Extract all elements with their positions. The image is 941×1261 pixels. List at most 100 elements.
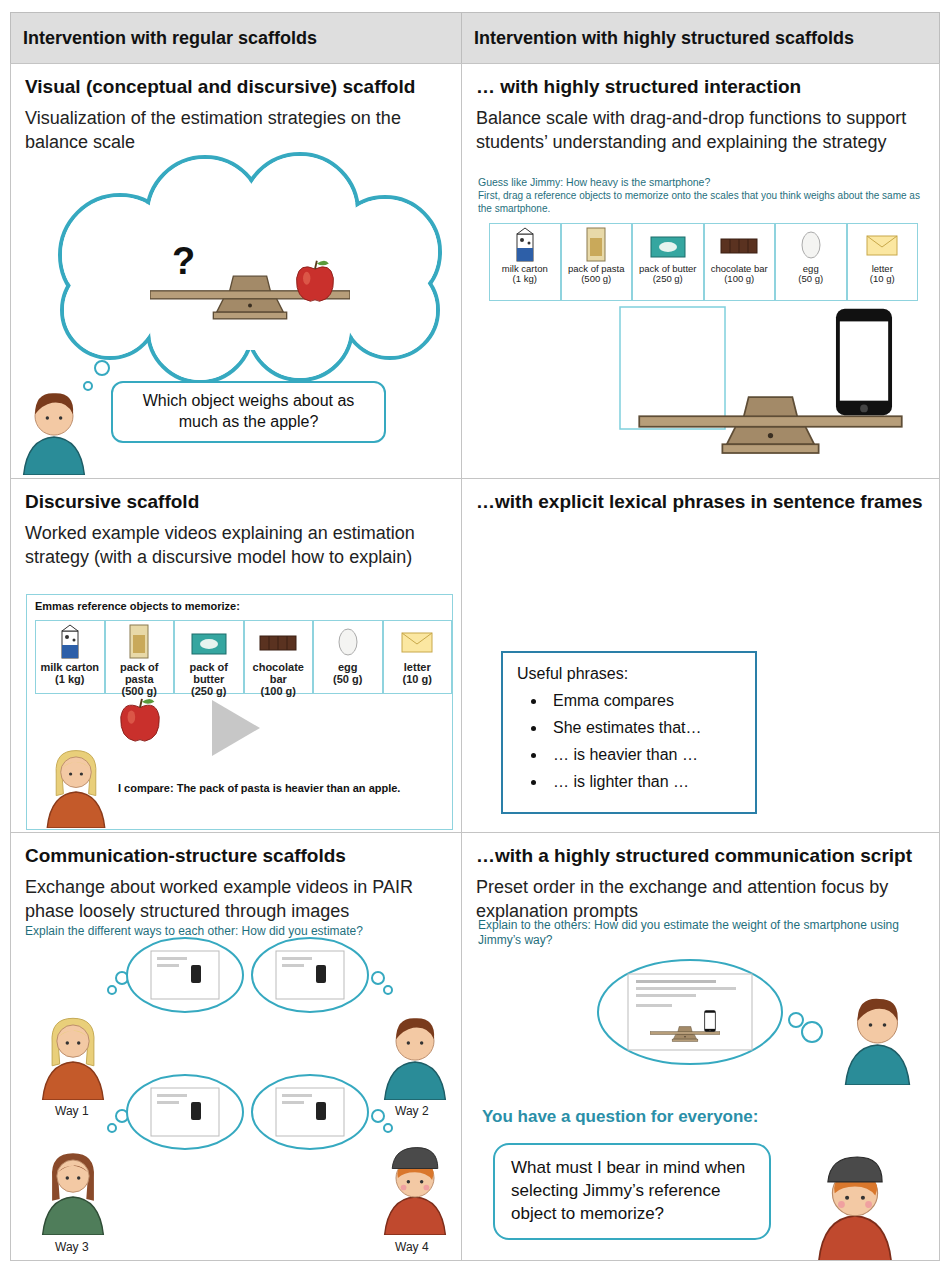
- illustration: [108, 986, 116, 994]
- apple: [121, 699, 160, 741]
- thought-cloud: [252, 938, 368, 1012]
- thought-dot: [84, 382, 92, 390]
- way-label: Way 1: [55, 1104, 135, 1119]
- reference-object: chocolate bar(100 g): [704, 223, 776, 301]
- object-weight: (50 g): [776, 274, 846, 284]
- object-weight: (250 g): [175, 685, 243, 697]
- reference-object: letter(10 g): [847, 223, 919, 301]
- object-icon: [718, 226, 760, 264]
- speech-bubble: What must I bear in mind when selecting …: [493, 1143, 771, 1240]
- object-name: chocolate bar: [705, 264, 775, 274]
- mini-phone: [704, 1010, 715, 1032]
- question-mark: ?: [172, 238, 212, 286]
- object-icon: [396, 623, 438, 661]
- cell-heading: … with highly structured interaction: [476, 76, 925, 98]
- play-button: [212, 700, 260, 756]
- girl-way1: [43, 1018, 104, 1100]
- table-cell: …with a highly structured communication …: [461, 832, 940, 1261]
- object-icon: [188, 623, 230, 661]
- bullet: [531, 780, 536, 785]
- girl-emma: [47, 751, 105, 828]
- column-header: Intervention with highly structured scaf…: [461, 12, 940, 64]
- girl-way3: [43, 1153, 104, 1235]
- way-label: Way 3: [55, 1240, 135, 1255]
- thought-cloud: [598, 960, 782, 1064]
- mini-screen: [628, 974, 752, 1050]
- object-name: egg: [776, 264, 846, 274]
- cell-description: Visualization of the estimation strategi…: [25, 106, 447, 155]
- cell-heading: …with explicit lexical phrases in senten…: [476, 491, 925, 513]
- cell-heading: Discursive scaffold: [25, 491, 447, 513]
- object-weight: (50 g): [314, 673, 382, 685]
- object-weight: (100 g): [705, 274, 775, 284]
- thought-cloud: [252, 1075, 368, 1149]
- object-weight: (1 kg): [36, 673, 104, 685]
- object-icon: [504, 226, 546, 264]
- object-weight: (10 g): [384, 673, 452, 685]
- reference-object: pack of butter(250 g): [632, 223, 704, 301]
- object-name: letter: [848, 264, 918, 274]
- object-icon: [861, 226, 903, 264]
- object-icon: [790, 226, 832, 264]
- cloud-fill: [62, 156, 438, 380]
- table-cell: … with highly structured interactionBala…: [461, 63, 940, 479]
- drop-target: [620, 307, 725, 429]
- boy-way2: [385, 1018, 446, 1100]
- phrase-box: Useful phrases:Emma comparesShe estimate…: [501, 651, 757, 814]
- object-name: pack of pasta: [562, 264, 632, 274]
- reference-object: pack of pasta(500 g): [561, 223, 633, 301]
- object-icon: [118, 623, 160, 661]
- bullet: [531, 699, 536, 704]
- object-icon: [575, 226, 617, 264]
- object-icon: [647, 226, 689, 264]
- reference-object: milk carton(1 kg): [35, 620, 105, 694]
- prompt-text: Explain the different ways to each other…: [25, 924, 455, 939]
- smartphone: [836, 309, 892, 415]
- illustration: [636, 994, 696, 997]
- object-weight: (500 g): [562, 274, 632, 284]
- object-name: milk carton: [36, 661, 104, 673]
- cell-heading: Visual (conceptual and discursive) scaff…: [25, 76, 447, 98]
- reference-object: pack of butter(250 g): [174, 620, 244, 694]
- node-text: Intervention with regular scaffolds: [23, 28, 449, 49]
- object-name: pack of butter: [175, 661, 243, 685]
- prompt-text: You have a question for everyone:: [482, 1106, 882, 1127]
- node-text: She estimates that…: [517, 719, 741, 737]
- illustration: [636, 1004, 672, 1007]
- object-name: pack of butter: [633, 264, 703, 274]
- column-header: Intervention with regular scaffolds: [10, 12, 462, 64]
- node-text: Intervention with highly structured scaf…: [474, 28, 927, 49]
- object-weight: (100 g): [245, 685, 313, 697]
- cell-description: Balance scale with drag-and-drop functio…: [476, 106, 925, 155]
- illustration: [384, 986, 392, 994]
- reference-object: letter(10 g): [383, 620, 453, 694]
- illustration: [384, 1124, 392, 1132]
- illustration: [636, 987, 736, 990]
- reference-object: egg(50 g): [313, 620, 383, 694]
- cell-heading: Communication-structure scaffolds: [25, 845, 447, 867]
- reference-object: milk carton(1 kg): [489, 223, 561, 301]
- object-name: chocolate bar: [245, 661, 313, 685]
- illustration: [108, 1124, 116, 1132]
- node-text: … is heavier than …: [517, 746, 741, 764]
- cell-description: Worked example videos explaining an esti…: [25, 521, 447, 570]
- node-text: Useful phrases:: [517, 665, 741, 683]
- object-weight: (1 kg): [490, 274, 560, 284]
- thought-cloud: [127, 938, 243, 1012]
- reference-object: egg(50 g): [775, 223, 847, 301]
- boy-way4: [385, 1148, 446, 1235]
- way-label: Way 2: [395, 1104, 475, 1119]
- illustration: [636, 980, 716, 983]
- object-weight: (250 g): [633, 274, 703, 284]
- cell-description: Preset order in the exchange and attenti…: [476, 875, 925, 924]
- object-icon: [49, 623, 91, 661]
- reference-object: chocolate bar(100 g): [244, 620, 314, 694]
- thought-cloud: [60, 154, 440, 382]
- thought-dot: [95, 361, 109, 375]
- prompt-text: Guess like Jimmy: How heavy is the smart…: [478, 176, 928, 189]
- object-icon: [257, 623, 299, 661]
- prompt-text: Explain to the others: How did you estim…: [478, 918, 933, 948]
- table-cell: Discursive scaffoldWorked example videos…: [10, 478, 462, 833]
- bullet: [531, 726, 536, 731]
- boy-hat: [819, 1157, 891, 1261]
